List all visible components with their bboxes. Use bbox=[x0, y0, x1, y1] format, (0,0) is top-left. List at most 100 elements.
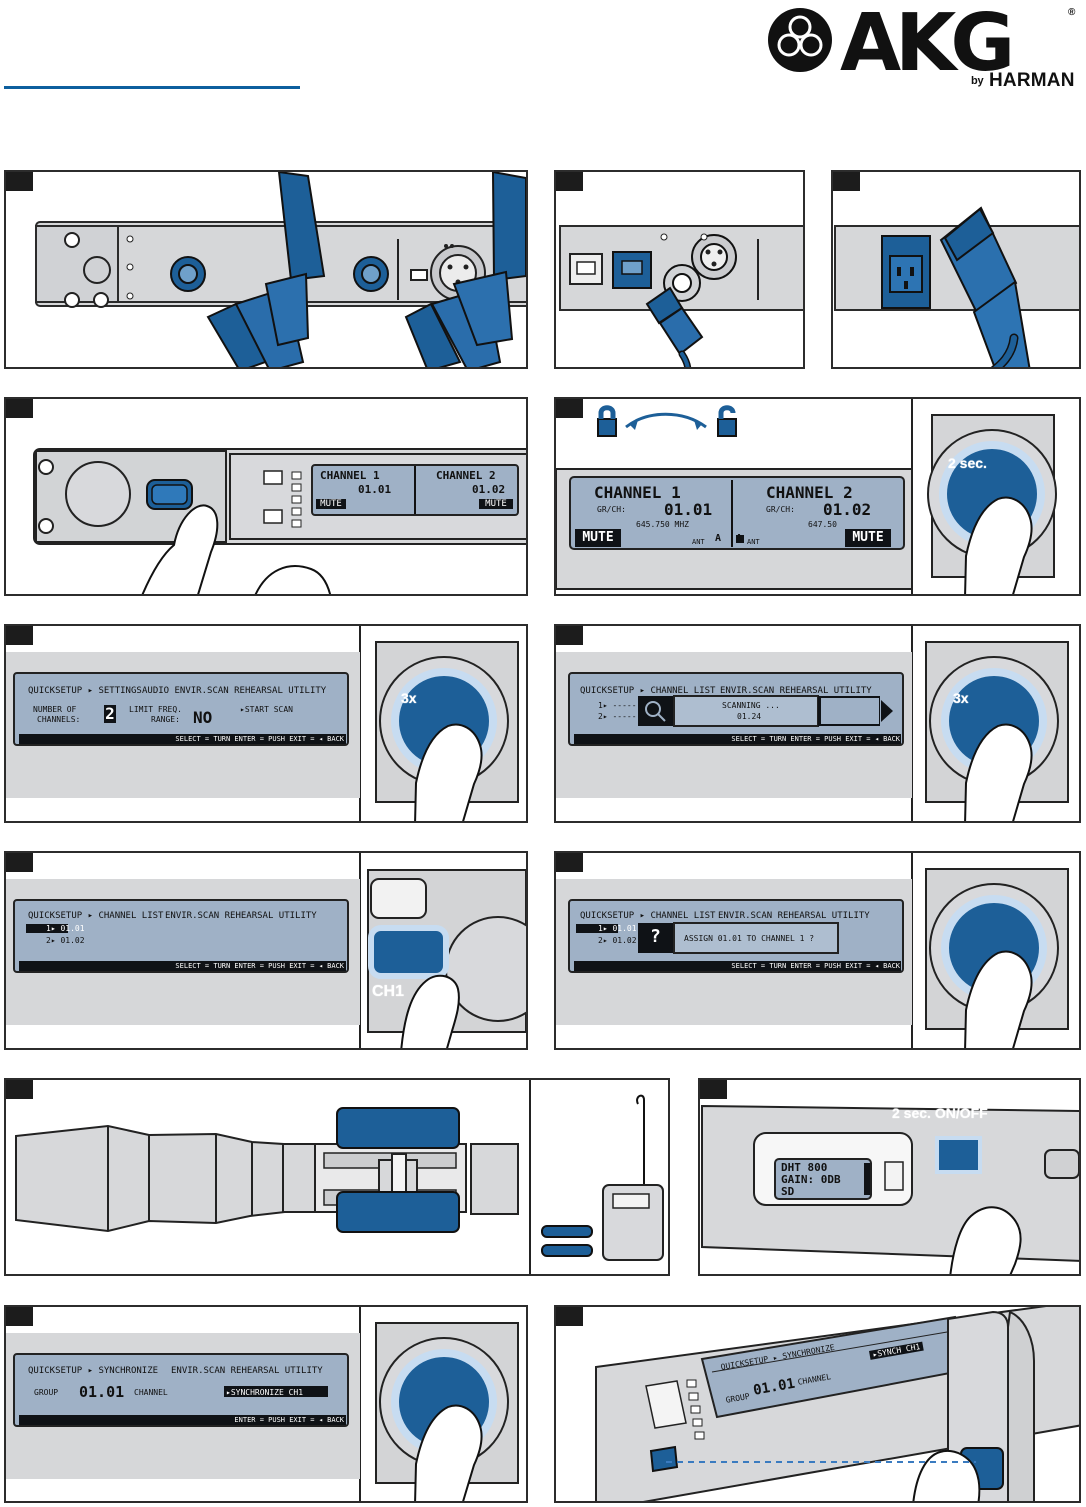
gr-ch-label-left: GR/CH: bbox=[597, 505, 626, 514]
settings-menu-tabs: AUDIO ENVIR.SCAN REHEARSAL UTILITY bbox=[142, 686, 327, 696]
step-tab bbox=[556, 1307, 583, 1326]
channel-list-panel: QUICKSETUP ▸ CHANNEL LIST ENVIR.SCAN REH… bbox=[4, 851, 528, 1050]
header-rule bbox=[4, 86, 300, 89]
receiver-frequency-1: 645.750 MHz bbox=[636, 520, 689, 529]
step-tab bbox=[556, 853, 583, 872]
lock-toggle-panel: CHANNEL 1 CHANNEL 2 GR/CH: GR/CH: 01.01 … bbox=[554, 397, 1081, 596]
scan-row-1: 1▸ ----- bbox=[598, 701, 637, 710]
transmitter-sd: SD bbox=[781, 1185, 795, 1198]
receiver-channel-1: CHANNEL 1 bbox=[594, 483, 681, 502]
transmitter-model: DHT 800 bbox=[781, 1161, 828, 1174]
settings-press-label: 3x bbox=[401, 690, 417, 706]
group-value: 01.01 bbox=[79, 1383, 125, 1401]
power-connection-panel bbox=[831, 170, 1081, 369]
step-tab bbox=[6, 172, 33, 191]
receiver-frequency-2: 647.50 bbox=[808, 520, 837, 529]
transmitter-batteries-panel bbox=[4, 1078, 670, 1276]
step-tab bbox=[6, 626, 33, 645]
hold-two-seconds-label: 2 sec. bbox=[948, 455, 987, 471]
range-label: RANGE: bbox=[151, 715, 180, 724]
channel-list-tabs: ENVIR.SCAN REHEARSAL UTILITY bbox=[165, 911, 317, 921]
registered-mark: ® bbox=[1068, 7, 1076, 18]
receiver-mute-right: MUTE bbox=[845, 529, 891, 547]
mute-left: MUTE bbox=[316, 499, 346, 509]
synchronize-menu-title: QUICKSETUP ▸ SYNCHRONIZE bbox=[28, 1366, 159, 1376]
logo-wordmark: AKG bbox=[840, 0, 1015, 89]
step-tab bbox=[6, 853, 33, 872]
akg-logo-mark-icon bbox=[768, 8, 832, 72]
assign-row-2: 2▸ 01.02 bbox=[598, 936, 637, 945]
step-tab bbox=[700, 1080, 727, 1099]
synchronize-ch1-button: ▸SYNCHRONIZE CH1 bbox=[226, 1388, 304, 1397]
assign-channel-panel: QUICKSETUP ▸ CHANNEL LIST ENVIR.SCAN REH… bbox=[554, 851, 1081, 1050]
unlock-icon bbox=[717, 405, 737, 437]
receiver-value-1: 01.01 bbox=[664, 500, 713, 519]
scan-press-label: 3x bbox=[953, 690, 969, 706]
transmitter-gain: GAIN: 0DB bbox=[781, 1173, 841, 1186]
question-mark-icon: ? bbox=[650, 926, 661, 947]
group-label: GROUP bbox=[34, 1388, 59, 1397]
limit-freq-label: LIMIT FREQ. bbox=[129, 705, 182, 714]
step-tab bbox=[556, 172, 583, 191]
ch1-button-label: CH1 bbox=[372, 983, 405, 1000]
scanning-value: 01.24 bbox=[737, 712, 762, 721]
assign-row-1: 1▸ 01.01 bbox=[598, 924, 637, 933]
receiver-value-2: 01.02 bbox=[823, 500, 872, 519]
channel-label: CHANNEL bbox=[134, 1388, 168, 1397]
power-on-panel: CHANNEL 1 CHANNEL 2 01.01 01.02 MUTE MUT… bbox=[4, 397, 528, 596]
quicksetup-settings-panel: QUICKSETUP ▸ SETTINGS AUDIO ENVIR.SCAN R… bbox=[4, 624, 528, 823]
step-tab bbox=[556, 399, 583, 418]
synchronize-menu-tabs: ENVIR.SCAN REHEARSAL UTILITY bbox=[171, 1366, 323, 1376]
ethernet-connection-panel bbox=[554, 170, 805, 369]
mute-right: MUTE bbox=[479, 499, 513, 509]
ant-left-label: ANT bbox=[692, 538, 705, 546]
quicksetup-scan-panel: QUICKSETUP ▸ CHANNEL LIST ENVIR.SCAN REH… bbox=[554, 624, 1081, 823]
range-value: NO bbox=[193, 708, 213, 727]
scan-menu-title: QUICKSETUP ▸ CHANNEL LIST bbox=[580, 686, 716, 696]
logo-by-text: by bbox=[971, 75, 984, 87]
receiver-mute-left: MUTE bbox=[575, 529, 621, 547]
receiver-channel-2: CHANNEL 2 bbox=[766, 483, 853, 502]
settings-menu-title: QUICKSETUP ▸ SETTINGS bbox=[28, 686, 142, 696]
assign-menu-tabs: ENVIR.SCAN REHEARSAL UTILITY bbox=[718, 911, 870, 921]
channel-list-row-2: 2▸ 01.02 bbox=[46, 936, 85, 945]
assign-prompt-text: ASSIGN 01.01 TO CHANNEL 1 ? bbox=[684, 934, 815, 943]
logo-harman-text: HARMAN bbox=[989, 70, 1075, 91]
step-tab bbox=[833, 172, 860, 191]
channel-list-title: QUICKSETUP ▸ CHANNEL LIST bbox=[28, 911, 164, 921]
scan-menu-tabs: ENVIR.SCAN REHEARSAL UTILITY bbox=[720, 686, 872, 696]
scan-footer: SELECT = TURN ENTER = PUSH EXIT = ◂ BACK bbox=[680, 734, 900, 744]
antenna-connection-panel bbox=[4, 170, 528, 369]
number-of-label: NUMBER OF bbox=[33, 705, 77, 714]
scanning-text: SCANNING ... bbox=[722, 701, 780, 710]
akg-logo: AKG ® by HARMAN bbox=[768, 4, 1078, 92]
gr-ch-label-right: GR/CH: bbox=[766, 505, 795, 514]
ant-letter-right: A bbox=[736, 533, 743, 544]
step-tab bbox=[556, 626, 583, 645]
channel-1-title: CHANNEL 1 bbox=[320, 469, 380, 482]
synchronize-panel: QUICKSETUP ▸ SYNCHRONIZE ENVIR.SCAN REHE… bbox=[4, 1305, 528, 1503]
lock-icon bbox=[597, 405, 617, 437]
settings-footer: SELECT = TURN ENTER = PUSH EXIT = ◂ BACK bbox=[124, 734, 344, 744]
channel-count: 2 bbox=[104, 704, 116, 723]
step-tab bbox=[6, 1080, 33, 1099]
start-scan-label: ▸START SCAN bbox=[240, 705, 293, 714]
step-tab bbox=[6, 399, 33, 418]
scan-row-2: 2▸ ----- bbox=[598, 712, 637, 721]
channel-list-footer: SELECT = TURN ENTER = PUSH EXIT = ◂ BACK bbox=[124, 961, 344, 971]
assign-menu-title: QUICKSETUP ▸ CHANNEL LIST bbox=[580, 911, 716, 921]
channels-label: CHANNELS: bbox=[37, 715, 81, 724]
synchronize-footer: ENTER = PUSH EXIT = ◂ BACK bbox=[196, 1415, 344, 1425]
ant-right-label: ANT bbox=[747, 538, 760, 546]
channel-2-value: 01.02 bbox=[472, 483, 506, 496]
channel-2-title: CHANNEL 2 bbox=[436, 469, 496, 482]
channel-1-value: 01.01 bbox=[358, 483, 392, 496]
step-tab bbox=[6, 1307, 33, 1326]
transmitter-display-panel: DHT 800 GAIN: 0DB SD 2 sec. ON/OFF bbox=[698, 1078, 1081, 1276]
transmitter-hold-label: 2 sec. ON/OFF bbox=[892, 1105, 988, 1121]
assign-footer: SELECT = TURN ENTER = PUSH EXIT = ◂ BACK bbox=[680, 961, 900, 971]
sync-perspective-panel: QUICKSETUP ▸ SYNCHRONIZE GROUP 01.01 CHA… bbox=[554, 1305, 1081, 1503]
channel-list-row-1: 1▸ 01.01 bbox=[46, 924, 85, 933]
ant-letter-left: A bbox=[715, 533, 722, 544]
